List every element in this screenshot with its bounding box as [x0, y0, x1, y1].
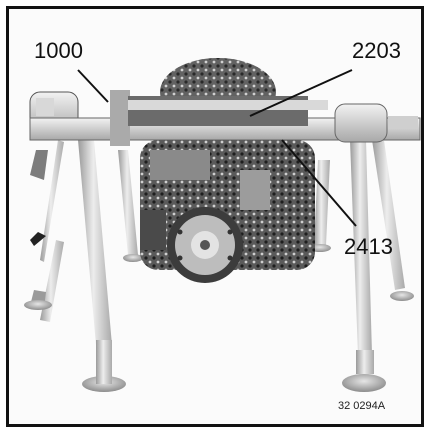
leader-2413 [281, 139, 357, 227]
leader-1000 [77, 69, 109, 103]
crank-handle [30, 150, 48, 180]
left-support-stand [24, 140, 126, 392]
crank-handle-grip [30, 232, 46, 246]
figure-number: 32 0294A [338, 400, 386, 412]
steering-gear-assembly [128, 58, 328, 283]
callout-2203: 2203 [352, 38, 401, 63]
leader-2203 [249, 69, 353, 117]
left-rear-stand [118, 150, 143, 262]
callout-2413: 2413 [344, 234, 393, 259]
leader-lines [77, 69, 357, 227]
callout-1000: 1000 [34, 38, 83, 63]
right-support-stand [309, 140, 414, 392]
support-bar [29, 90, 421, 146]
